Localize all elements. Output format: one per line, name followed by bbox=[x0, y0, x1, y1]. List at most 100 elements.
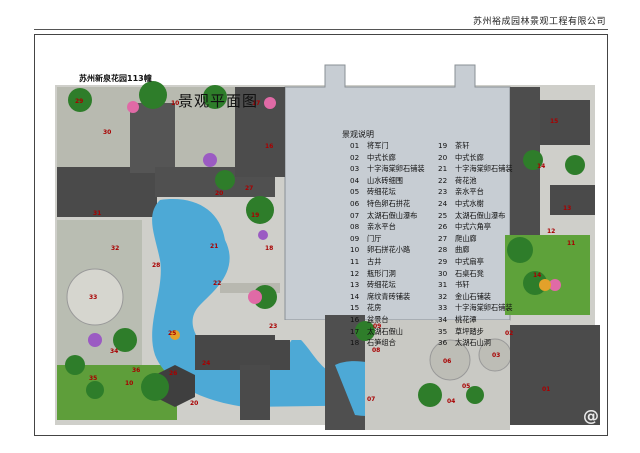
map-label: 25 bbox=[168, 330, 176, 337]
legend-item-text: 书轩 bbox=[455, 280, 470, 290]
map-label: 27 bbox=[245, 185, 253, 192]
map-label: 13 bbox=[563, 205, 571, 212]
waterside-pavilion-roof bbox=[195, 335, 290, 370]
legend-item-number: 14 bbox=[350, 291, 360, 301]
map-label: 10 bbox=[125, 380, 133, 387]
legend-item-number: 10 bbox=[350, 245, 360, 255]
legend-item-text: 太湖石山洞 bbox=[455, 338, 491, 348]
flower-house-roof bbox=[540, 100, 590, 145]
legend-item-number: 24 bbox=[438, 199, 448, 208]
map-label: 01 bbox=[542, 386, 550, 393]
legend-item-number: 35 bbox=[438, 326, 448, 336]
map-label: 32 bbox=[111, 245, 119, 252]
legend-item-number: 23 bbox=[438, 187, 448, 197]
legend-item-text: 石笋组合 bbox=[367, 338, 396, 348]
legend-item-text: 中式扇亭 bbox=[455, 257, 484, 266]
legend-item-number: 06 bbox=[350, 199, 360, 208]
map-label: 17 bbox=[252, 100, 260, 107]
legend-item-text: 石桌石凳 bbox=[455, 268, 484, 278]
drawing-frame: 29 30 10 17 16 20 31 32 33 22 19 28 25 3… bbox=[34, 34, 608, 436]
legend-item-number: 30 bbox=[438, 268, 448, 278]
watermark: @ bbox=[583, 406, 599, 425]
legend-item-number: 09 bbox=[350, 233, 360, 243]
map-label: 14 bbox=[537, 163, 545, 170]
map-label: 15 bbox=[550, 118, 558, 125]
page-title: 景观平面图 bbox=[178, 92, 259, 110]
map-label: 07 bbox=[367, 396, 375, 403]
legend-item-number: 31 bbox=[438, 280, 448, 290]
legend-item-number: 32 bbox=[438, 291, 448, 301]
legend-item-text: 爬山廊 bbox=[455, 233, 477, 243]
stone-bridge bbox=[220, 283, 280, 293]
legend-item-text: 砖细花坛 bbox=[367, 280, 396, 290]
legend-item-number: 19 bbox=[438, 141, 448, 150]
map-label: 20 bbox=[215, 190, 223, 197]
legend-title: 景观说明 bbox=[342, 130, 374, 139]
map-label: 10 bbox=[171, 100, 179, 107]
legend-item-number: 02 bbox=[350, 152, 360, 162]
legend-item-number: 04 bbox=[350, 175, 360, 185]
legend-item-number: 17 bbox=[350, 326, 360, 336]
map-label: 03 bbox=[492, 352, 500, 359]
legend-item-number: 28 bbox=[438, 245, 448, 255]
legend-item-text: 草坪踏步 bbox=[455, 326, 484, 336]
roof bbox=[550, 185, 595, 215]
map-label: 14 bbox=[533, 272, 541, 279]
legend-item-text: 中式长廊 bbox=[455, 152, 484, 162]
ornamental-plants bbox=[88, 153, 268, 347]
legend-item-text: 盆景台 bbox=[367, 315, 389, 324]
legend-item-number: 07 bbox=[350, 210, 360, 220]
map-label: 30 bbox=[103, 129, 111, 136]
legend-item-text: 将军门 bbox=[367, 141, 389, 150]
yellow-shrubs bbox=[170, 279, 551, 340]
map-label: 05 bbox=[462, 383, 470, 390]
legend-item-number: 01 bbox=[350, 141, 360, 150]
legend-item-number: 21 bbox=[438, 164, 448, 174]
map-label: 04 bbox=[447, 398, 455, 405]
legend-item-text: 中式水榭 bbox=[455, 199, 484, 208]
legend-item-number: 05 bbox=[350, 187, 360, 197]
map-label: 11 bbox=[567, 240, 575, 247]
legend-item-number: 20 bbox=[438, 152, 448, 162]
legend-item-text: 太湖石假山瀑布 bbox=[367, 210, 418, 220]
map-label: 18 bbox=[265, 245, 273, 252]
legend-item-text: 中式六角亭 bbox=[455, 222, 491, 232]
legend-item-text: 瓶形门洞 bbox=[367, 268, 396, 278]
flowering-shrubs bbox=[127, 97, 561, 304]
study-pavilion-roof bbox=[57, 167, 157, 217]
map-label: 29 bbox=[75, 98, 83, 105]
map-label: 16 bbox=[265, 143, 273, 150]
map-label: 19 bbox=[251, 212, 259, 219]
legend-item-number: 27 bbox=[438, 233, 448, 243]
legend-item-text: 卵石拼花小路 bbox=[367, 245, 411, 255]
map-label: 09 bbox=[373, 323, 381, 330]
legend-item-text: 十字海棠卵石铺装 bbox=[367, 164, 425, 174]
map-label: 35 bbox=[89, 375, 97, 382]
map-label: 02 bbox=[505, 330, 513, 337]
plan-labels: 29 30 10 17 16 20 31 32 33 22 19 28 25 3… bbox=[75, 98, 575, 407]
legend-item-text: 亲水平台 bbox=[367, 222, 396, 232]
header-rule bbox=[34, 29, 608, 30]
legend-item-number: 26 bbox=[438, 222, 448, 232]
legend-item-text: 中式长廊 bbox=[367, 152, 396, 162]
legend-item-text: 砖细花坛 bbox=[367, 187, 396, 197]
legend-item-number: 16 bbox=[350, 315, 360, 324]
legend-item-text: 荷花池 bbox=[455, 175, 477, 185]
map-label: 34 bbox=[110, 348, 118, 355]
pebble-mosaic bbox=[429, 339, 471, 381]
legend-item-text: 十字海棠卵石铺装 bbox=[455, 303, 513, 313]
map-label: 36 bbox=[132, 367, 140, 374]
legend-item-number: 33 bbox=[438, 303, 448, 313]
map-label: 20 bbox=[190, 400, 198, 407]
legend-item-number: 36 bbox=[438, 338, 448, 348]
legend-item-number: 08 bbox=[350, 222, 360, 232]
map-label: 33 bbox=[89, 294, 97, 301]
legend-item-number: 22 bbox=[438, 175, 448, 185]
map-label: 08 bbox=[372, 347, 380, 354]
legend-item-number: 34 bbox=[438, 315, 448, 324]
corridor-roof bbox=[235, 87, 285, 177]
legend-item-text: 山水砖细围 bbox=[367, 175, 403, 185]
map-label: 21 bbox=[210, 243, 218, 250]
legend-item-text: 古井 bbox=[367, 257, 382, 266]
